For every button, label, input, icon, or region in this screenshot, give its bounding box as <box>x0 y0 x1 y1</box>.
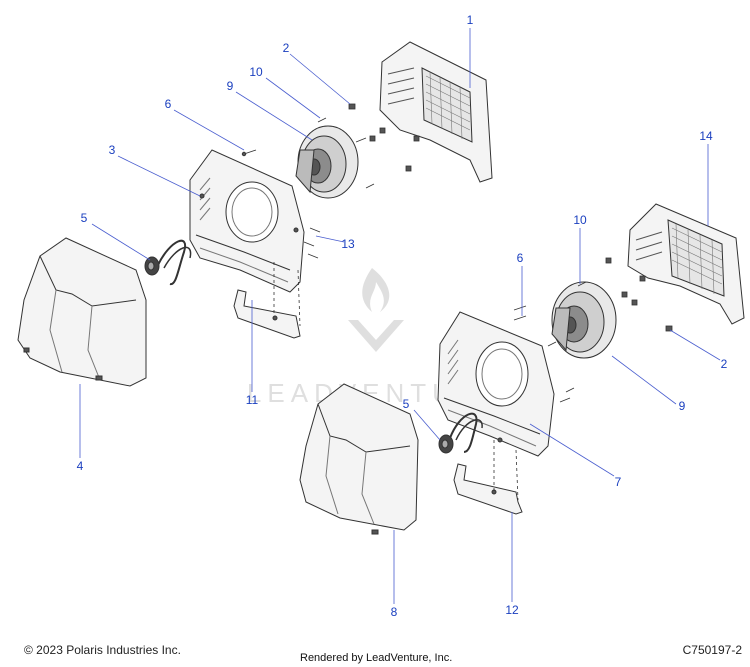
hardware-right <box>513 257 673 403</box>
callout-13: 13 <box>341 237 355 251</box>
wire-harness-left <box>144 239 192 286</box>
hardware-left <box>241 103 420 259</box>
mounting-bracket-right <box>453 463 523 515</box>
speaker-right <box>551 281 617 359</box>
callout-10-left: 10 <box>249 65 263 79</box>
callout-14: 14 <box>699 129 713 143</box>
speaker-enclosure-right <box>437 311 555 457</box>
leader-lines <box>79 28 721 604</box>
callout-9-right: 9 <box>679 399 686 413</box>
mounting-bracket-left <box>233 289 301 339</box>
callout-1: 1 <box>467 13 474 27</box>
speaker-enclosure-left <box>189 149 305 293</box>
callout-9-left: 9 <box>227 79 234 93</box>
callout-5-right: 5 <box>403 397 410 411</box>
watermark-chevron-icon <box>348 320 404 352</box>
grille-cover-right <box>627 203 745 325</box>
mounting-guides <box>273 262 519 501</box>
wire-harness-right <box>438 412 483 454</box>
watermark-flame-icon <box>362 268 390 312</box>
diagram-id: C750197-2 <box>682 643 742 657</box>
callout-7: 7 <box>615 475 622 489</box>
callout-11: 11 <box>246 393 259 407</box>
callout-6-right: 6 <box>517 251 524 265</box>
callout-3: 3 <box>109 143 116 157</box>
callout-10-right: 10 <box>573 213 587 227</box>
callout-12: 12 <box>505 603 519 617</box>
callout-8: 8 <box>391 605 398 619</box>
rendered-by-text: Rendered by LeadVenture, Inc. <box>300 652 453 664</box>
speaker-left <box>295 125 359 199</box>
grille-cover-left <box>379 41 493 183</box>
housing-cover-left <box>17 237 147 387</box>
callout-6-left: 6 <box>165 97 172 111</box>
copyright-text: © 2023 Polaris Industries Inc. <box>24 643 181 657</box>
callout-4: 4 <box>77 459 84 473</box>
housing-cover-right <box>299 383 419 535</box>
callout-5-left: 5 <box>81 211 88 225</box>
callout-labels: 1 2 10 9 6 3 5 13 11 4 14 10 6 2 9 5 7 8… <box>77 13 728 619</box>
callout-2-left: 2 <box>283 41 290 55</box>
callout-2-right: 2 <box>721 357 728 371</box>
